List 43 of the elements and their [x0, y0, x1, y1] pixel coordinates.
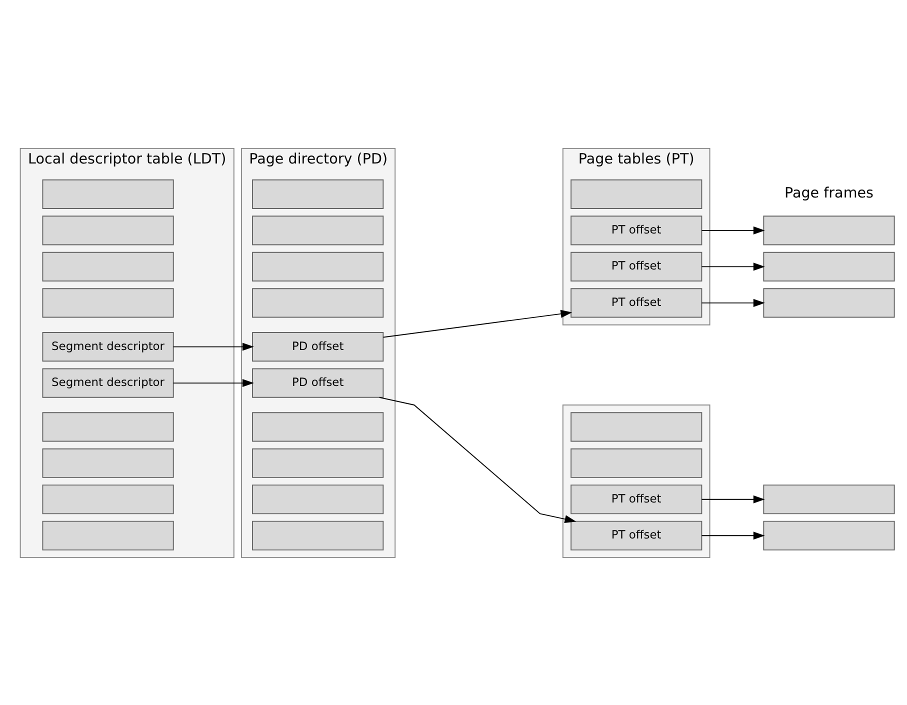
node-box: Segment descriptor [42, 332, 174, 362]
node-box: PT offset [570, 520, 702, 550]
node-box [42, 484, 174, 514]
arrow [172, 342, 254, 350]
node-box [42, 178, 174, 208]
node-box: PT offset [570, 288, 702, 318]
node-box [570, 412, 702, 442]
arrow [701, 298, 765, 306]
node-box [42, 251, 174, 281]
node-box [252, 520, 384, 550]
node-box [570, 178, 702, 208]
node-box [252, 288, 384, 318]
node-box [252, 484, 384, 514]
node-box [42, 288, 174, 318]
node-box [763, 251, 895, 281]
arrow [172, 378, 254, 387]
arrow [701, 262, 765, 270]
node-box [763, 484, 895, 514]
node-box [252, 412, 384, 442]
node-box [763, 520, 895, 550]
arrow [701, 494, 765, 503]
node-box: PT offset [570, 215, 702, 245]
node-box [42, 412, 174, 442]
node-box [42, 520, 174, 550]
node-box: Segment descriptor [42, 368, 174, 398]
node-box [252, 251, 384, 281]
node-box [42, 215, 174, 245]
node-box [570, 448, 702, 478]
node-box: PT offset [570, 251, 702, 281]
node-box: PT offset [570, 484, 702, 514]
arrow [701, 226, 765, 234]
node-box [763, 288, 895, 318]
node-box [252, 178, 384, 208]
node-box: PD offset [252, 332, 384, 362]
arrow [701, 531, 765, 540]
node-label: Page frames [784, 185, 874, 202]
node-box [763, 215, 895, 245]
arrow [382, 309, 572, 338]
node-box [42, 448, 174, 478]
arrow [378, 396, 576, 523]
node-box [252, 215, 384, 245]
node-box: PD offset [252, 368, 384, 398]
node-box [252, 448, 384, 478]
